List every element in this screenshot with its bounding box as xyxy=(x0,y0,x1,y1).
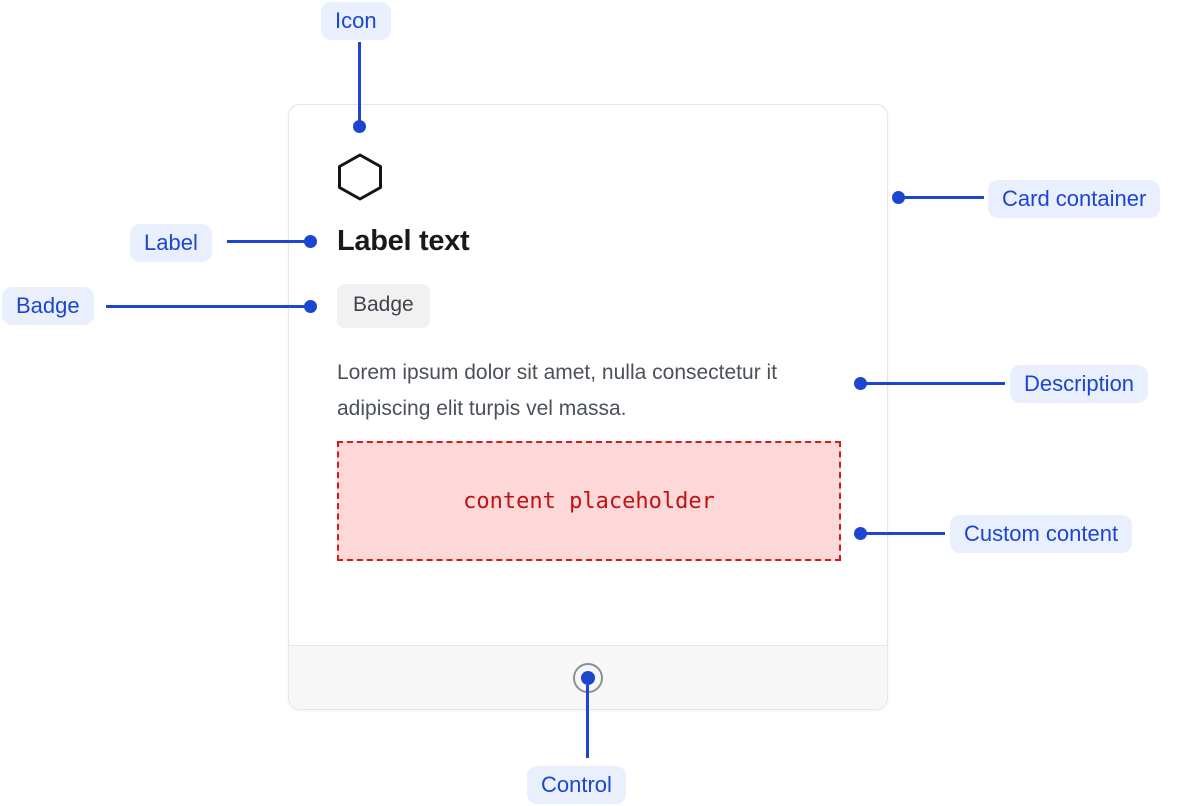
annotation-pill-label: Label xyxy=(130,224,212,262)
annotation-pill-badge: Badge xyxy=(2,287,94,325)
connector-line-icon xyxy=(358,42,361,127)
connector-dot-icon xyxy=(353,120,366,133)
badge: Badge xyxy=(337,284,430,328)
connector-line-label xyxy=(227,240,311,243)
card-description: Lorem ipsum dolor sit amet, nulla consec… xyxy=(337,361,778,420)
connector-line-description xyxy=(861,382,1005,385)
annotation-pill-description: Description xyxy=(1010,365,1149,403)
annotation-pill-icon: Icon xyxy=(321,2,391,40)
custom-content-placeholder: content placeholder xyxy=(337,441,841,561)
connector-line-card-container xyxy=(899,196,984,199)
connector-dot-control xyxy=(581,671,595,685)
card-body: Label text Badge Lorem ipsum dolor sit a… xyxy=(289,105,887,561)
connector-dot-custom-content xyxy=(854,527,867,540)
connector-line-control xyxy=(586,685,589,758)
hexagon-icon xyxy=(338,153,382,201)
connector-dot-badge xyxy=(304,300,317,313)
card-label: Label text xyxy=(337,225,470,257)
annotation-pill-custom-content: Custom content xyxy=(950,515,1133,553)
card-container: Label text Badge Lorem ipsum dolor sit a… xyxy=(288,104,888,710)
placeholder-text: content placeholder xyxy=(463,488,715,514)
connector-line-badge xyxy=(106,305,311,308)
connector-dot-card-container xyxy=(892,191,905,204)
connector-dot-label xyxy=(304,235,317,248)
connector-dot-description xyxy=(854,377,867,390)
annotation-pill-card-container: Card container xyxy=(988,180,1161,218)
connector-line-custom-content xyxy=(861,532,945,535)
annotation-pill-control: Control xyxy=(527,766,626,804)
